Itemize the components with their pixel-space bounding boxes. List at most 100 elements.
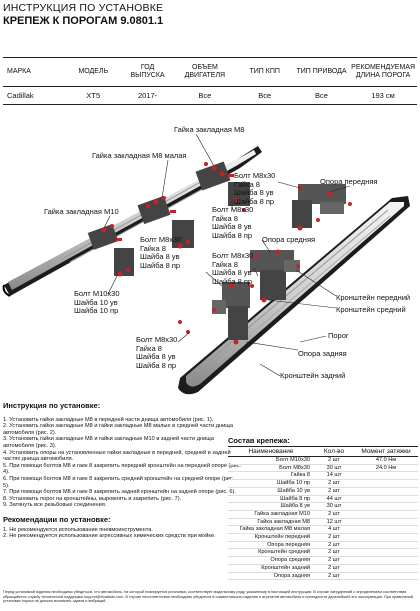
spec-header: ОБЪЕМ ДВИГАТЕЛЯ [174,57,236,87]
label-bracket-rear: Кронштейн задний [280,371,346,380]
label-bolt-group-5: Болт М8х30 Гайка 8 Шайба 8 ув Шайба 8 пр [136,335,178,370]
kit-cell: 30 шт [314,502,354,511]
kit-cell [354,471,418,481]
kit-cell [354,572,418,581]
spec-header: ТИП КПП [235,57,294,87]
label-nut-m8: Гайка закладная М8 [174,125,245,134]
label-support-rear: Опора задняя [298,349,347,358]
kit-header-row: Наименование Кол-во Момент затяжки [228,446,418,457]
spec-table: МАРКА МОДЕЛЬ ГОД ВЫПУСКА ОБЪЕМ ДВИГАТЕЛЯ… [3,57,417,105]
kit-cell: 2 шт [314,510,354,519]
kit-cell: 2 шт [314,556,354,565]
kit-cell: 2 шт [314,541,354,550]
spec-header: ТИП ПРИВОДА [293,57,350,87]
label-nut-m10: Гайка закладная М10 [44,207,119,216]
label-bolt-group-4: Болт М8х30 Гайка 8 Шайба 8 ув Шайба 8 пр [212,251,254,286]
recommendation-item: 2. Не рекомендуется использование агресс… [3,533,216,540]
kit-cell [354,533,418,542]
assembly-diagram: Гайка закладная М8 Гайка закладная М8 ма… [0,110,420,400]
kit-cell: 2 шт [314,564,354,573]
spec-row: Cadillak XT5 2017- Все Все Все 193 см [3,86,417,105]
kit-cell: Опора передняя [228,541,314,550]
spec-cell: 193 см [349,86,417,105]
kit-cell: 2 шт [314,487,354,496]
kit-cell [354,518,418,527]
recommendations-title: Рекомендации по установке: [3,514,111,524]
kit-header: Момент затяжки [354,446,418,457]
kit-title: Состав крепежа: [228,436,290,445]
spec-cell: Все [174,86,236,105]
leader-lines [103,133,351,377]
kit-cell [354,541,418,550]
kit-cell [354,556,418,565]
kit-cell: 44 шт [314,495,354,504]
kit-cell: Гайка 8 [228,471,314,481]
kit-cell: 4 шт [314,525,354,535]
spec-header: ГОД ВЫПУСКА [120,57,175,87]
kit-cell: Болт М10х30 [228,456,314,465]
kit-cell: Шайба 8 пр [228,495,314,504]
kit-cell [354,495,418,504]
instruction-step: 9. Затянуть все резьбовые соединения. [3,502,107,509]
kit-cell: Шайба 8 ув [228,502,314,511]
lower-sill [178,196,410,395]
label-nut-m8-small: Гайка закладная М8 малая [92,151,187,160]
label-bolt-group-2: Болт М8х30 Гайка 8 Шайба 8 ув Шайба 8 пр [212,205,254,240]
kit-cell: 2 шт [314,572,354,581]
instruction-step: 8. Установить порог на кронштейны, выров… [3,495,182,502]
kit-cell: 47.0 Нм [354,456,418,465]
kit-cell: 30 шт [314,464,354,473]
label-sill: Порог [328,331,349,340]
spec-header: МОДЕЛЬ [65,57,121,87]
kit-header: Наименование [228,446,314,457]
label-bracket-middle: Кронштейн средний [336,305,406,314]
kit-cell: Опора средняя [228,556,314,565]
spec-header-row: МАРКА МОДЕЛЬ ГОД ВЫПУСКА ОБЪЕМ ДВИГАТЕЛЯ… [3,57,417,87]
kit-cell [354,525,418,535]
kit-cell: Болт М8х30 [228,464,314,473]
header: ИНСТРУКЦИЯ ПО УСТАНОВКЕ КРЕПЕЖ К ПОРОГАМ… [3,2,417,27]
kit-cell [354,502,418,511]
kit-cell: 12 шт [314,518,354,527]
kit-cell: 2 шт [314,533,354,542]
spec-header: РЕКОМЕНДУЕМАЯ ДЛИНА ПОРОГА [349,57,417,87]
kit-cell: Гайка закладная М10 [228,510,314,519]
instruction-step: 6. При помощи болтов М8 и гаек 8 закрепи… [3,475,235,489]
footer-note: Перед установкой изделия необходимо убед… [3,590,414,604]
kit-cell: Кронштейн средний [228,548,314,558]
recommendation-item: 1. Не рекомендуется использование пневмо… [3,526,153,533]
kit-cell [354,510,418,519]
label-bolt-group-3: Болт М8х30 Гайка 8 Шайба 8 ув Шайба 8 пр [140,235,182,270]
label-support-middle: Опора средняя [262,235,316,244]
fastener-markers [101,162,352,345]
doc-title: ИНСТРУКЦИЯ ПО УСТАНОВКЕ [3,2,164,14]
spec-cell: 2017- [120,86,175,105]
kit-cell [354,548,418,558]
instruction-step: 2. Установить гайки закладные М8 и гайки… [3,423,233,436]
spec-cell: Все [235,86,294,105]
kit-cell: 2 шт [314,456,354,465]
kit-cell: 2 шт [314,548,354,558]
label-bracket-front: Кронштейн передний [336,293,411,302]
upper-brackets [87,161,250,276]
kit-cell: 2 шт [314,479,354,488]
instruction-step: 1. Установить гайки закладные М8 в перед… [3,416,214,423]
kit-cell [354,487,418,496]
kit-table: Наименование Кол-во Момент затяжки Болт … [228,446,418,581]
kit-cell: Кронштейн задний [228,564,314,573]
